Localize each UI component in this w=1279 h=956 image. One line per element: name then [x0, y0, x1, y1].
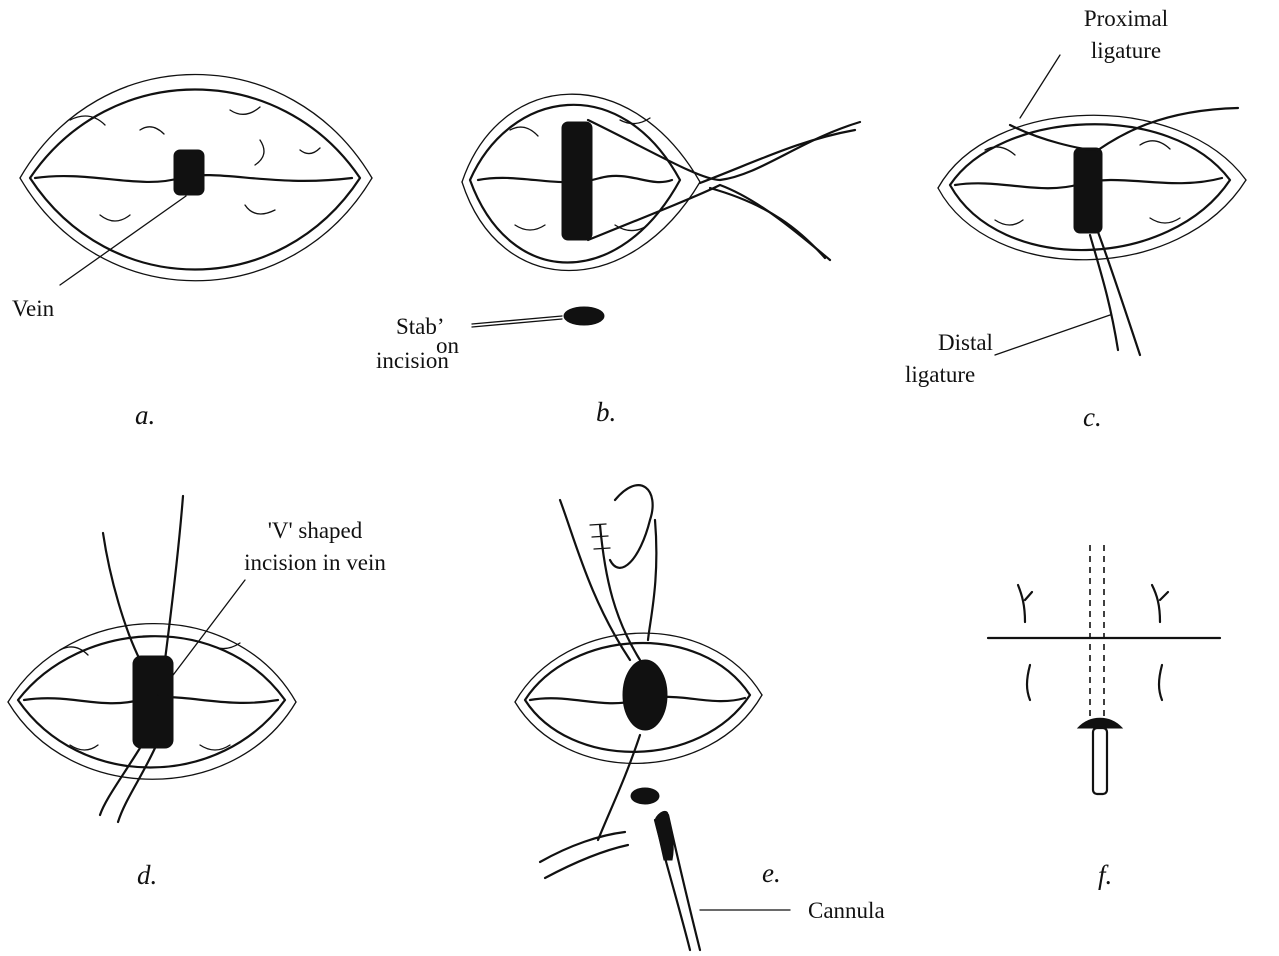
panel-d-letter: d. — [137, 860, 157, 891]
proximal-ligature-label-line2: ligature — [1066, 36, 1186, 66]
panel-f-drawing — [988, 545, 1220, 794]
proximal-ligature-label-line1: Proximal — [1066, 4, 1186, 34]
v-incision-label-line1: 'V' shaped — [220, 516, 410, 546]
panel-e-letter: e. — [762, 858, 781, 889]
stab-incision-label-on: on — [436, 331, 459, 361]
panel-c-letter: c. — [1083, 402, 1102, 433]
distal-ligature-label-line1: Distal — [938, 328, 993, 358]
vein-label: Vein — [12, 294, 54, 324]
panel-f-letter: f. — [1098, 860, 1112, 891]
panel-a-letter: a. — [135, 400, 155, 431]
panel-a-drawing — [20, 75, 372, 286]
panel-c-drawing — [938, 55, 1246, 355]
cannula-label: Cannula — [808, 896, 885, 926]
panel-e-drawing — [515, 485, 790, 950]
stab-label-text: Stab — [396, 314, 437, 339]
distal-ligature-label-line2: ligature — [905, 360, 975, 390]
panel-b-drawing — [462, 94, 860, 327]
panel-b-letter: b. — [596, 397, 616, 428]
v-incision-label-line2: incision in vein — [220, 548, 410, 578]
